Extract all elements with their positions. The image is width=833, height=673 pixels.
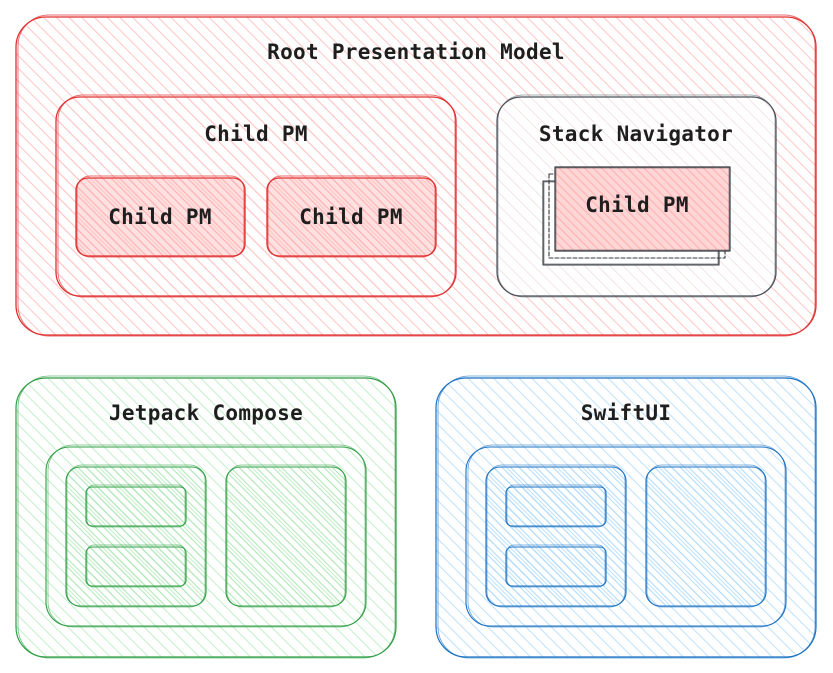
child-pm-right-label: Child PM: [299, 205, 403, 229]
root-title: Root Presentation Model: [267, 40, 565, 64]
jetpack-compose-item-top: [85, 484, 187, 528]
swiftui-screen-outline: [465, 444, 787, 628]
child-pm-left-box: Child PM: [75, 175, 246, 258]
swiftui-title: SwiftUI: [581, 401, 672, 425]
jetpack-compose-screen-outline: [45, 444, 367, 628]
swiftui-right-panel: [645, 464, 767, 608]
stack-navigator-title: Stack Navigator: [539, 122, 733, 146]
swiftui-item-bottom: [505, 544, 607, 588]
child-pm-right-box: Child PM: [266, 175, 437, 258]
swiftui-item-top: [505, 484, 607, 528]
jetpack-compose-title: Jetpack Compose: [109, 401, 303, 425]
stack-child-pm-label: Child PM: [585, 193, 689, 217]
jetpack-compose-right-panel: [225, 464, 347, 608]
child-pm-left-label: Child PM: [108, 205, 212, 229]
stack-navigator-card-stack: Child PM: [542, 166, 731, 266]
child-pm-container-title: Child PM: [204, 122, 308, 146]
jetpack-compose-item-bottom: [85, 544, 187, 588]
